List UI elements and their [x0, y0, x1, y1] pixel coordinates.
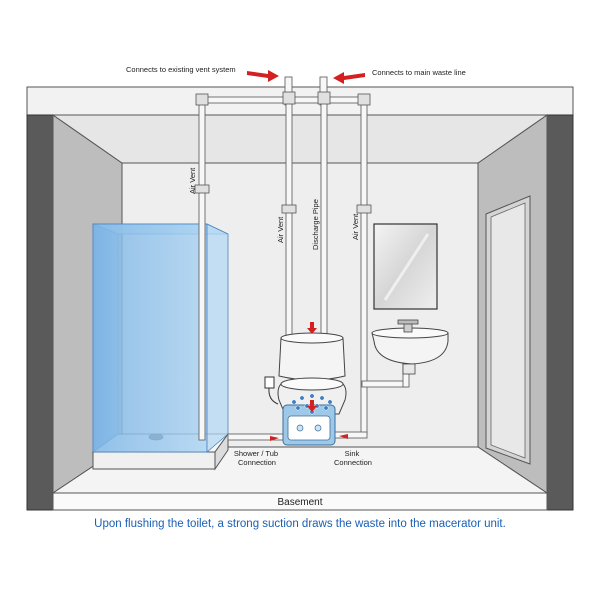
shower-connection-line1: Shower / Tub — [234, 449, 278, 458]
discharge-pipe-label: Discharge Pipe — [311, 199, 320, 250]
vent-system-label: Connects to existing vent system — [126, 65, 236, 74]
basement-label: Basement — [277, 497, 322, 508]
shower-tray-side — [214, 432, 229, 471]
waste-line-label: Connects to main waste line — [372, 68, 466, 77]
door-panel — [490, 202, 526, 459]
shower-connection-pipe — [227, 433, 289, 441]
sink-drain-pipe — [361, 380, 408, 388]
sink-connection-line2: Connection — [334, 458, 372, 467]
right-outer-wall — [546, 114, 574, 511]
shower-connection-line2: Connection — [238, 458, 276, 467]
shower-connection-label: Shower / Tub Connection — [234, 449, 280, 467]
red-arrow-icon — [247, 70, 365, 441]
shower-tray-front — [92, 451, 216, 470]
sink — [371, 319, 449, 375]
shower-air-vent-pipe — [198, 96, 206, 441]
left-outer-wall — [26, 114, 54, 511]
sink-connection-line1: Sink — [345, 449, 360, 458]
basement-strip — [52, 492, 548, 511]
ceiling-underside — [51, 114, 549, 164]
air-vent-label-left: Air Vent — [188, 167, 197, 194]
air-vent-label-right: Air Vent — [351, 213, 360, 240]
outlet-icon — [264, 376, 275, 389]
pipe-fittings — [194, 91, 372, 214]
air-vent-label-center: Air Vent — [276, 216, 285, 243]
sink-connection-label: Sink Connection — [334, 449, 372, 467]
diagram-caption: Upon flushing the toilet, a strong sucti… — [94, 518, 506, 530]
shower-glass-front — [92, 223, 208, 453]
toilet-air-vent-pipe — [285, 99, 293, 336]
shower-glass-right — [206, 223, 229, 453]
